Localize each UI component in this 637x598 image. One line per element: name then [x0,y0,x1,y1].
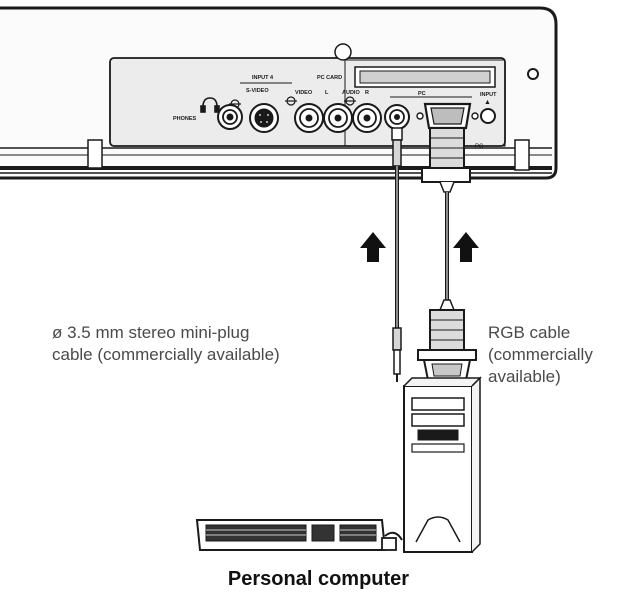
audio-r-jack [352,103,382,133]
mini-plug-label-line: ø 3.5 mm stereo mini-plug [52,323,250,342]
audio-l-jack [323,103,353,133]
input-port-icon [229,96,356,109]
pc-caption: Personal computer [227,568,410,590]
rgb-cable-label: RGB cable (commercially available) [488,322,593,388]
input-4-label: INPUT 4 [252,75,274,81]
mini-plug-cable-label: ø 3.5 mm stereo mini-plug cable (commerc… [52,322,280,366]
mini-plug-cable [391,127,403,382]
arrow-up-icon [360,232,386,262]
input-select-button [480,108,496,124]
headphones-icon [200,97,220,113]
audio-r-label: R [365,90,369,96]
video-label: VIDEO [295,90,313,96]
pc-tower [403,376,482,553]
phones-label: PHONES [173,116,197,122]
pc-rgb-port [416,102,479,130]
rgb-label-line: available) [488,367,561,386]
phones-jack [217,104,243,130]
audio-l-label: L [325,90,329,96]
rgb-label-line: (commercially [488,345,593,364]
svideo-label: S-VIDEO [246,88,269,94]
pc-input-label: PC [418,91,426,97]
audio-label: AUDIO [342,90,360,96]
rgb-cable [417,127,477,381]
video-jack [294,103,324,133]
mini-plug-label-line: cable (commercially available) [52,345,280,364]
rgb-label-line: RGB cable [488,323,571,342]
eject-mark: ▲ [484,99,491,106]
cable-tag-label: PC [475,144,484,150]
pc-audio-jack [384,104,410,130]
jack-row [217,102,496,133]
tv-rear-panel [0,6,558,180]
input-select-label: INPUT [480,92,497,98]
arrow-up-icon [453,232,479,262]
svideo-jack [249,103,279,133]
keyboard [195,519,403,551]
pc-card-label: PC CARD [317,75,342,81]
